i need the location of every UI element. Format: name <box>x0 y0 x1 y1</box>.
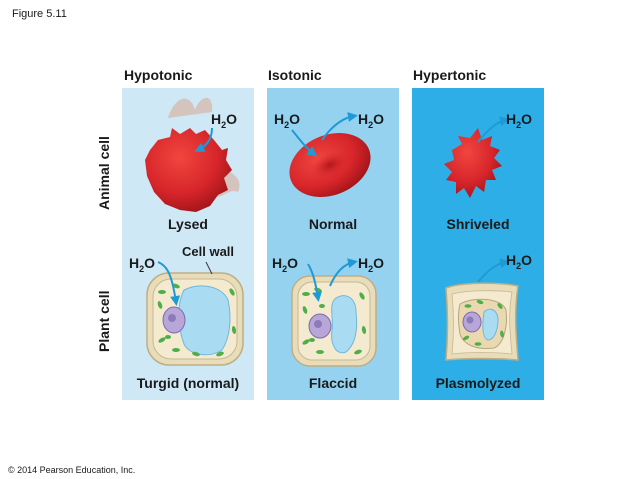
lysed-animal-cell <box>145 128 232 212</box>
h2o-label-isotonic-animal-left: H2O <box>274 111 301 130</box>
h2o-label-hypotonic-animal: H2O <box>211 111 238 130</box>
plasmolyzed-plant-cell <box>445 282 519 361</box>
h2o-label-hypotonic-plant: H2O <box>129 255 156 274</box>
shriveled-animal-cell <box>444 128 502 198</box>
copyright-notice: © 2014 Pearson Education, Inc. <box>8 465 136 475</box>
arrow-isotonic-plant-in <box>307 263 322 302</box>
label-lysed: Lysed <box>168 216 208 232</box>
label-shriveled: Shriveled <box>446 216 510 232</box>
h2o-label-isotonic-plant-right: H2O <box>358 255 385 274</box>
arrow-hypotonic-plant <box>157 261 181 306</box>
figure-label: Figure 5.11 <box>12 8 67 20</box>
cell-wall-pointer <box>205 261 213 275</box>
h2o-label-isotonic-plant-left: H2O <box>272 255 299 274</box>
label-normal: Normal <box>308 216 358 232</box>
column-title-isotonic: Isotonic <box>268 67 322 83</box>
arrow-hypertonic-plant <box>477 258 510 283</box>
arrow-hypertonic-animal <box>477 116 510 143</box>
arrow-isotonic-plant-out <box>329 258 358 287</box>
label-plasmolyzed: Plasmolyzed <box>435 375 521 391</box>
label-turgid: Turgid (normal) <box>136 375 240 391</box>
cell-wall-label: Cell wall <box>182 244 235 259</box>
arrow-isotonic-animal-in <box>291 129 318 157</box>
column-title-hypotonic: Hypotonic <box>124 67 193 83</box>
h2o-label-hypertonic-animal: H2O <box>506 111 533 130</box>
arrow-isotonic-animal-out <box>321 112 358 141</box>
h2o-label-isotonic-animal-right: H2O <box>358 111 385 130</box>
label-flaccid: Flaccid <box>308 375 358 391</box>
column-title-hypertonic: Hypertonic <box>413 67 487 83</box>
turgid-plant-cell <box>146 272 244 366</box>
h2o-label-hypertonic-plant: H2O <box>506 252 533 271</box>
flaccid-plant-cell <box>291 275 377 367</box>
arrow-hypotonic-animal <box>194 127 213 152</box>
water-arrows <box>157 112 510 306</box>
